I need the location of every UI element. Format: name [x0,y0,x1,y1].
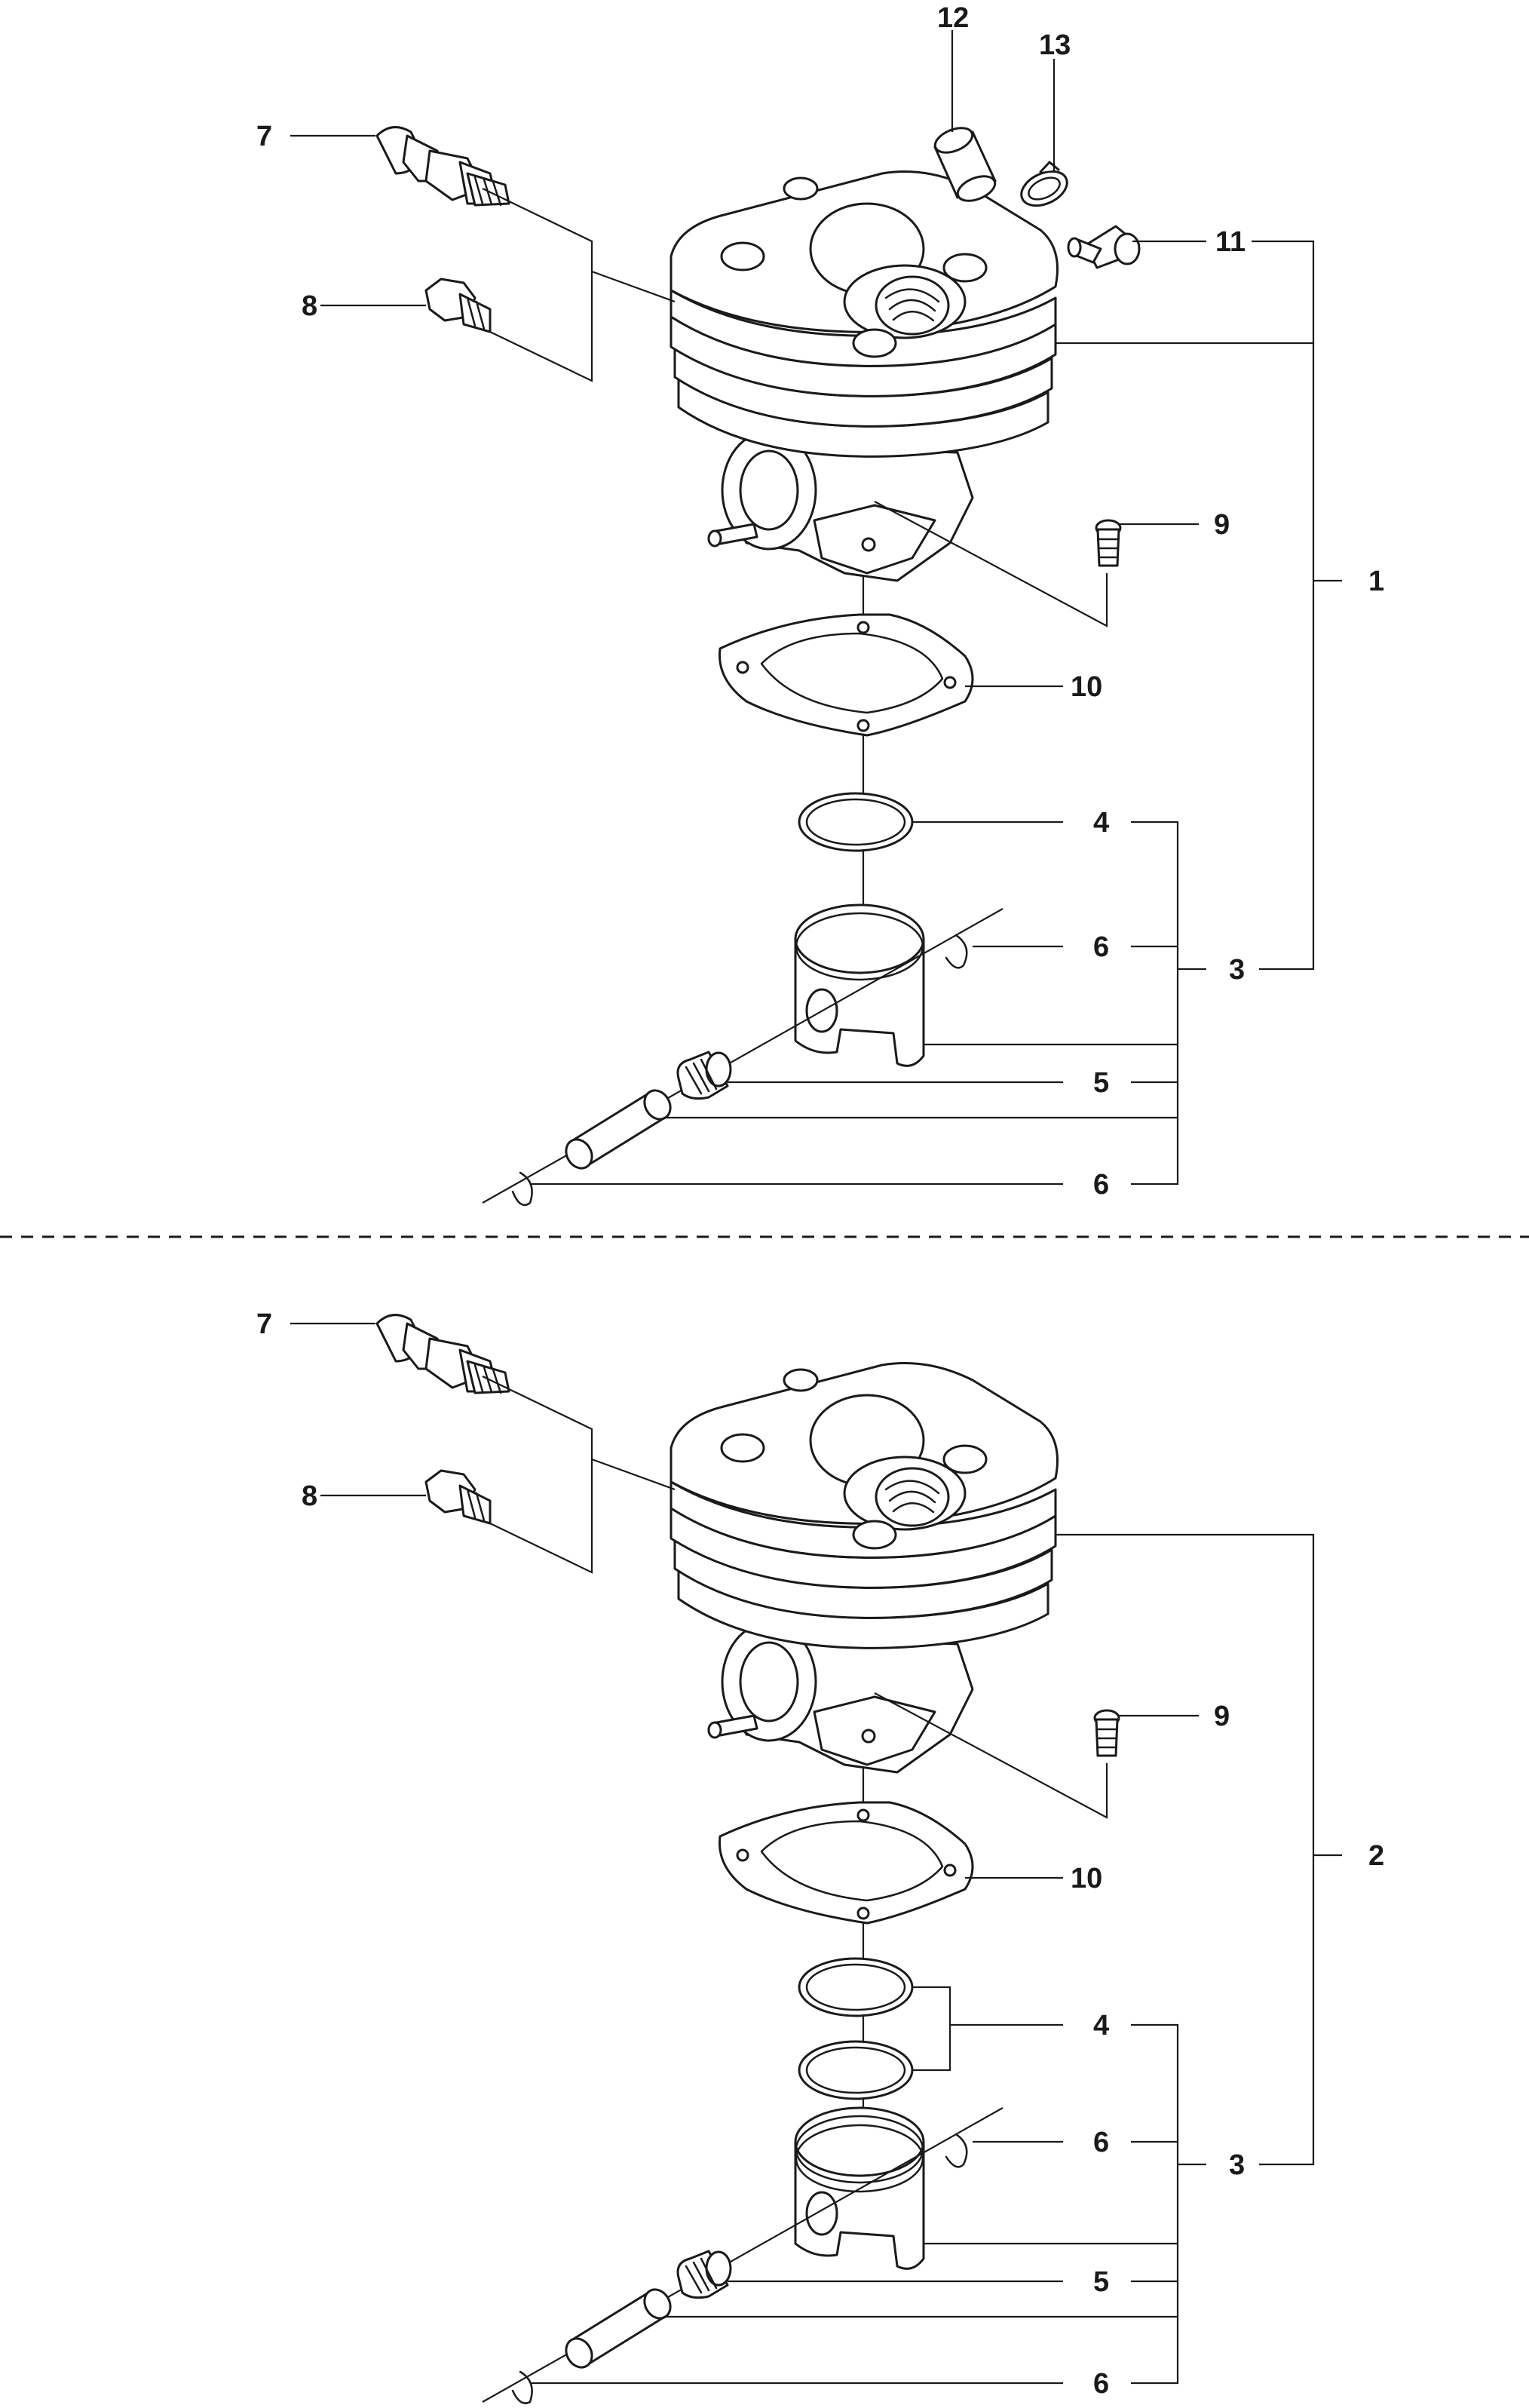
leader-lines [290,30,1342,1186]
gasket-part [718,1801,974,1925]
circlip-part [511,2370,533,2404]
piston-part [794,903,925,1067]
callout-12: 12 [937,2,969,34]
callout-6: 6 [1093,2127,1109,2158]
piston-ring-part [798,792,914,852]
callout-10: 10 [1071,671,1102,703]
callout-4: 4 [1093,807,1109,839]
piston-ring-part [798,2040,914,2100]
needle-bearing-part [676,1051,732,1100]
callout-9: 9 [1214,1701,1230,1732]
circlip-part [945,2133,968,2168]
callout-4: 4 [1093,2010,1109,2041]
callout-8: 8 [302,1480,317,1512]
callout-5: 5 [1093,2266,1109,2298]
plug-part [424,278,492,333]
callout-3: 3 [1229,2149,1245,2181]
cylinder-part [670,1362,1059,1774]
callout-9: 9 [1214,509,1230,541]
leader-lines [290,1322,1342,2385]
hose-part [933,127,997,202]
needle-bearing-part [676,2250,732,2299]
callout-1: 1 [1368,566,1384,597]
screw-part [1095,519,1122,567]
decompression-valve-part [375,126,510,207]
callout-10: 10 [1071,1863,1102,1894]
callout-7: 7 [256,121,272,152]
circlip-part [511,1171,533,1207]
callout-7: 7 [256,1308,272,1340]
callout-6: 6 [1093,2368,1109,2400]
callout-labels: 12 13 7 11 8 9 1 10 4 6 3 5 6 [256,2,1384,1201]
callout-labels: 7 8 9 2 10 4 6 3 5 6 [256,1308,1384,2400]
callout-3: 3 [1229,954,1245,986]
callout-11: 11 [1215,226,1246,258]
gasket-part [718,613,974,737]
circlip-part [945,934,968,969]
piston-pin-part [565,2288,672,2369]
elbow-nipple-part [1067,225,1141,269]
lower-assembly: 7 8 9 2 10 4 6 3 5 6 [256,1308,1384,2404]
cylinder-part [670,170,1059,582]
piston-part [794,2106,925,2270]
callout-5: 5 [1093,1067,1109,1099]
plug-part [424,1469,492,1525]
decompression-valve-part [375,1314,510,1394]
callout-6: 6 [1093,931,1109,963]
piston-pin-part [565,1089,672,1170]
piston-ring-part [798,1957,914,2017]
callout-2: 2 [1368,1840,1384,1872]
hose-clamp-part [1020,161,1068,207]
callout-6: 6 [1093,1169,1109,1201]
screw-part [1093,1709,1120,1757]
upper-assembly: 12 13 7 11 8 9 1 10 4 6 3 5 6 [256,2,1384,1207]
callout-13: 13 [1039,29,1071,61]
callout-8: 8 [302,290,317,322]
